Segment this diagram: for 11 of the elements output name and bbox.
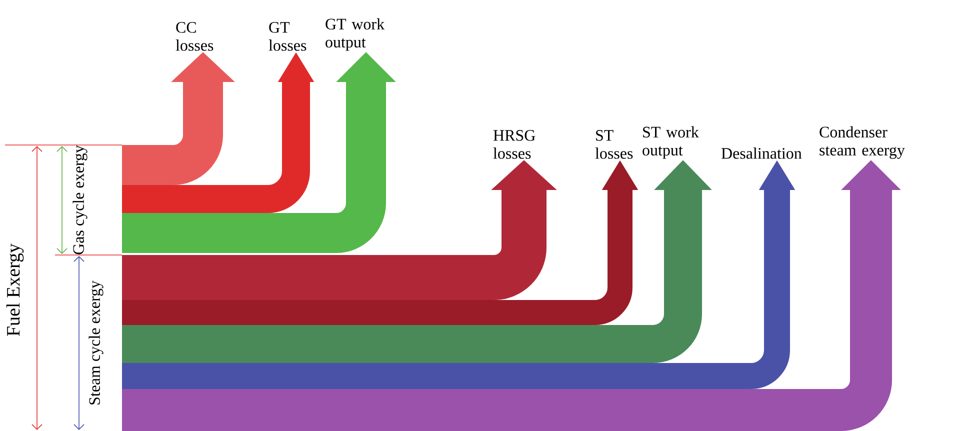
- dimension-label: Fuel Exergy: [6, 244, 24, 336]
- flow-label: GT losses: [268, 22, 306, 51]
- flow-label: Condenser steam exergy: [820, 126, 905, 159]
- flow-label: ST work output: [642, 126, 699, 159]
- dimension-label: Gas cycle exergy: [72, 145, 88, 254]
- flow-label: CC losses: [176, 22, 214, 51]
- flow-label: GT work output: [326, 18, 385, 51]
- dimension-label: Steam cycle exergy: [88, 280, 104, 404]
- flow-label: HRSG losses: [493, 130, 536, 159]
- flow-label: Desalination: [721, 148, 802, 159]
- flow-label: ST losses: [595, 130, 633, 159]
